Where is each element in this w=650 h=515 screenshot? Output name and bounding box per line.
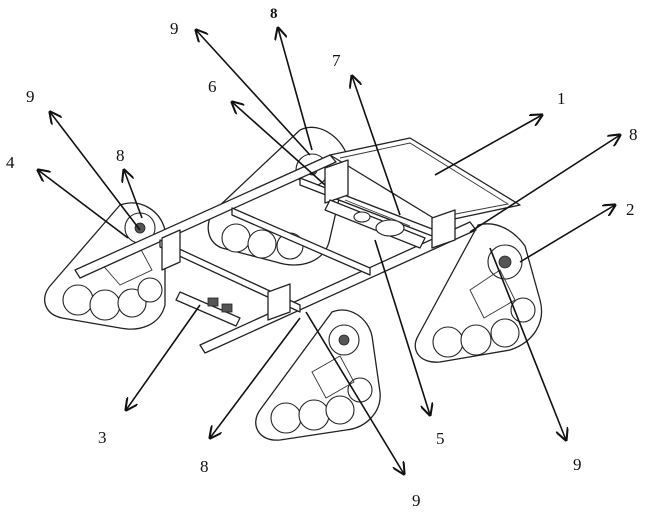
label-6: 6 (208, 77, 217, 96)
label-8-top: 8 (270, 6, 278, 22)
label-8-right: 8 (629, 125, 638, 144)
label-5: 5 (436, 429, 445, 448)
leader-5 (375, 240, 430, 415)
leader-2 (520, 205, 615, 262)
label-9-top: 9 (170, 19, 179, 38)
label-9-left: 9 (26, 87, 35, 106)
label-2: 2 (626, 200, 635, 219)
leader-8-top (278, 28, 312, 150)
label-7: 7 (332, 51, 341, 70)
label-3: 3 (98, 428, 107, 447)
leader-8-right (470, 135, 620, 232)
label-8-bottom: 8 (200, 457, 209, 476)
label-4: 4 (6, 153, 15, 172)
track-module-front (256, 310, 380, 440)
label-9-bottom: 9 (412, 491, 421, 510)
leader-4 (38, 170, 128, 238)
label-1: 1 (557, 89, 566, 108)
leader-1 (435, 115, 542, 175)
label-8-left: 8 (116, 146, 125, 165)
label-9-right: 9 (573, 455, 582, 474)
